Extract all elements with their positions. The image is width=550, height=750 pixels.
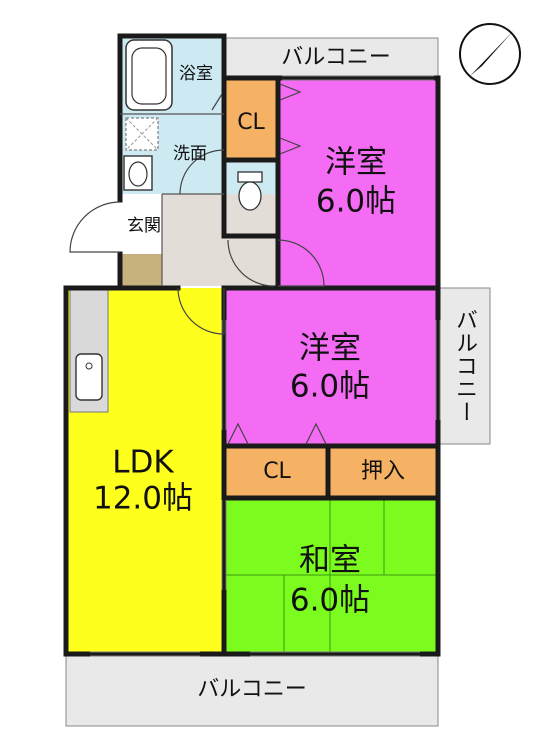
japanese-size: 6.0帖 xyxy=(290,583,370,619)
balcony-top-label: バルコニー xyxy=(281,45,391,70)
closet-mid-label: CL xyxy=(263,459,291,484)
oshiire xyxy=(330,446,436,498)
kitchen-sink-icon xyxy=(75,353,103,401)
bathtub-icon xyxy=(125,39,173,111)
compass-icon xyxy=(459,23,521,85)
thin-partitions xyxy=(120,113,224,286)
washbasin-icon xyxy=(123,155,153,191)
western-room-top xyxy=(278,80,436,286)
ldk-name: LDK xyxy=(112,445,174,481)
ldk-size: 12.0帖 xyxy=(93,481,193,517)
western-top-name: 洋室 xyxy=(325,145,387,181)
walls xyxy=(63,33,441,657)
western-mid-size: 6.0帖 xyxy=(290,369,370,405)
closet-mid xyxy=(226,446,328,498)
entrance-floor xyxy=(120,194,162,254)
japanese-room xyxy=(226,500,436,654)
closet-top xyxy=(226,80,276,160)
oshiire-label: 押入 xyxy=(361,459,405,484)
tatami-lines xyxy=(226,500,436,654)
door-swings xyxy=(69,83,327,445)
bath-label: 浴室 xyxy=(179,64,213,84)
entrance-step xyxy=(120,254,162,286)
washer-space xyxy=(125,117,159,151)
balcony-bottom-label: バルコニー xyxy=(197,677,307,702)
washroom-label: 洗面 xyxy=(173,144,207,164)
hall-floor xyxy=(162,194,278,286)
western-room-mid xyxy=(226,288,436,444)
western-mid-name: 洋室 xyxy=(299,331,361,367)
balcony-right-label: バルコニー xyxy=(452,309,477,424)
toilet-icon xyxy=(237,171,263,211)
western-top-size: 6.0帖 xyxy=(316,184,396,220)
japanese-name: 和室 xyxy=(299,543,361,579)
balcony-right xyxy=(437,287,491,445)
balcony-top xyxy=(223,37,439,79)
entrance-label: 玄関 xyxy=(127,216,161,236)
windows xyxy=(90,75,441,657)
closet-top-label: CL xyxy=(237,110,265,135)
